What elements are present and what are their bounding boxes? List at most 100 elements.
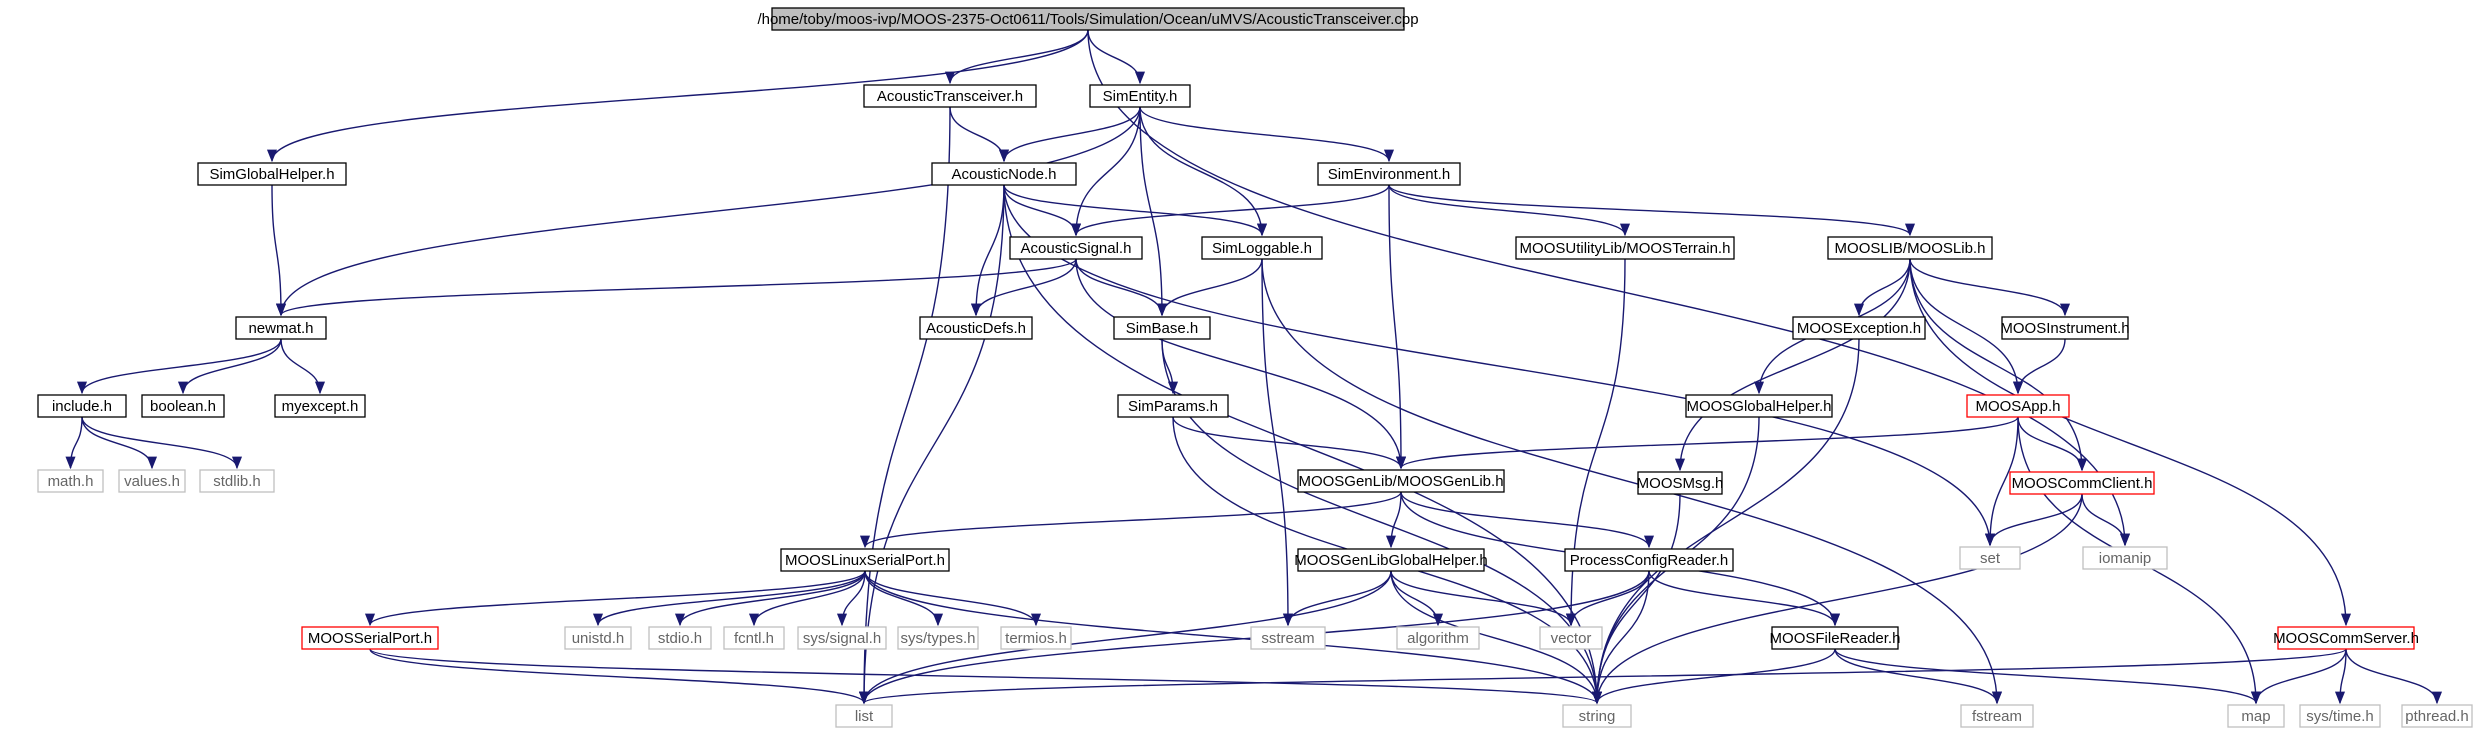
node-box-moosfilereader [1771,626,1899,650]
node-box-acousticnode [931,162,1077,186]
node-mooscommclient[interactable]: MOOSCommClient.h [2009,471,2155,495]
node-mooslib[interactable]: MOOSLIB/MOOSLib.h [1827,236,1993,260]
node-box-fstream [1960,704,2034,728]
node-label-string: string [1579,708,1616,725]
edge-simenvironment-to-acousticsignal [1071,184,1390,237]
node-label-simentity: SimEntity.h [1103,88,1178,105]
edge-acousticsignal-to-moosgenlib [1075,258,1407,470]
node-stdio: stdio.h [648,626,712,650]
edge-root-to-simentity [1087,29,1146,85]
node-box-moosgenlibglobalhelper [1297,548,1485,572]
node-boolean[interactable]: boolean.h [141,394,225,418]
edge-simenvironment-to-moosterrain [1388,184,1630,237]
node-label-stdio: stdio.h [658,630,702,647]
node-moosapp[interactable]: MOOSApp.h [1966,394,2070,418]
node-moosterrain[interactable]: MOOSUtilityLib/MOOSTerrain.h [1515,236,1735,260]
edge-moosgenlibglobalhelper-to-sstream [1283,570,1392,627]
node-mooscommserver[interactable]: MOOSCommServer.h [2273,626,2419,650]
edge-acousticnode-to-acousticsignal [1003,184,1082,237]
node-mooslinuxserialport[interactable]: MOOSLinuxSerialPort.h [780,548,950,572]
node-moosglobalhelper[interactable]: MOOSGlobalHelper.h [1685,394,1833,418]
edge-simentity-to-acousticsignal [1070,106,1141,237]
node-label-syssignal: sys/signal.h [803,630,881,647]
node-label-mathh: math.h [48,473,94,490]
node-label-termios: termios.h [1005,630,1067,647]
node-simloggable[interactable]: SimLoggable.h [1201,236,1323,260]
node-box-acoustictransceiver [863,84,1037,108]
node-box-include [37,394,127,418]
node-label-set: set [1980,550,2001,567]
edge-acousticnode-to-simloggable [1003,184,1267,237]
node-label-iomanip: iomanip [2099,550,2152,567]
edge-moosgenlib-to-moosgenlibglobalhelper [1385,491,1402,549]
node-acousticdefs[interactable]: AcousticDefs.h [919,316,1033,340]
edge-newmat-to-include [77,338,282,395]
node-moosexception[interactable]: MOOSException.h [1792,316,1926,340]
node-box-algorithm [1396,626,1480,650]
node-label-sstream: sstream [1261,630,1314,647]
node-box-moosinstrument [2001,316,2129,340]
node-simbase[interactable]: SimBase.h [1113,316,1211,340]
edge-root-to-acoustictransceiver [945,29,1089,85]
node-box-moosgenlib [1297,469,1505,493]
node-label-root: /home/toby/moos-ivp/MOOS-2375-Oct0611/To… [757,11,1418,28]
node-map: map [2227,704,2285,728]
node-moosgenlibglobalhelper[interactable]: MOOSGenLibGlobalHelper.h [1294,548,1488,572]
node-box-stdlibh [199,469,275,493]
edge-mooslinuxserialport-to-systypes [864,570,944,627]
node-box-set [1959,546,2021,570]
node-myexcept[interactable]: myexcept.h [274,394,366,418]
node-acousticsignal[interactable]: AcousticSignal.h [1009,236,1143,260]
edge-processconfigreader-to-string [1591,570,1650,705]
node-iomanip: iomanip [2082,546,2168,570]
node-simenvironment[interactable]: SimEnvironment.h [1317,162,1461,186]
node-box-moosterrain [1515,236,1735,260]
node-vector: vector [1539,626,1603,650]
edge-moosfilereader-to-string [1592,648,1836,705]
node-box-syssignal [797,626,887,650]
edge-moosfilereader-to-fstream [1834,648,2002,705]
node-moosserialport[interactable]: MOOSSerialPort.h [301,626,439,650]
node-simglobalhelper[interactable]: SimGlobalHelper.h [197,162,347,186]
edge-moosapp-to-mooscommclient [2017,416,2088,472]
node-label-myexcept: myexcept.h [282,398,359,415]
node-moosfilereader[interactable]: MOOSFileReader.h [1770,626,1901,650]
node-include[interactable]: include.h [37,394,127,418]
node-acousticnode[interactable]: AcousticNode.h [931,162,1077,186]
node-root[interactable]: /home/toby/moos-ivp/MOOS-2375-Oct0611/To… [757,7,1419,31]
edge-include-to-mathh [65,416,83,470]
node-newmat[interactable]: newmat.h [235,316,327,340]
edge-mooscommserver-to-systime [2334,648,2347,705]
node-box-mooslinuxserialport [780,548,950,572]
node-box-newmat [235,316,327,340]
node-acoustictransceiver[interactable]: AcousticTransceiver.h [863,84,1037,108]
edge-simentity-to-simloggable [1139,106,1268,237]
node-moosinstrument[interactable]: MOOSInstrument.h [2000,316,2130,340]
node-moosmsg[interactable]: MOOSMsg.h [1637,471,1724,495]
node-label-simenvironment: SimEnvironment.h [1328,166,1451,183]
node-box-vector [1539,626,1603,650]
node-moosgenlib[interactable]: MOOSGenLib/MOOSGenLib.h [1297,469,1505,493]
edge-moosapp-to-moosgenlib [1396,416,2019,470]
node-label-list: list [855,708,874,725]
node-box-mooscommclient [2009,471,2155,495]
edge-simentity-to-newmat [276,106,1141,317]
edge-moosgenlib-to-mooslinuxserialport [860,491,1402,549]
node-label-simbase: SimBase.h [1126,320,1199,337]
node-simentity[interactable]: SimEntity.h [1089,84,1191,108]
node-simparams[interactable]: SimParams.h [1117,394,1229,418]
node-label-moosterrain: MOOSUtilityLib/MOOSTerrain.h [1520,240,1731,257]
node-box-simloggable [1201,236,1323,260]
edge-mooscommserver-to-map [2250,648,2347,705]
edge-include-to-valuesh [81,416,158,470]
node-processconfigreader[interactable]: ProcessConfigReader.h [1564,548,1734,572]
node-label-moosapp: MOOSApp.h [1975,398,2060,415]
edge-mooscommclient-to-string [1592,493,2083,705]
node-label-systime: sys/time.h [2306,708,2374,725]
node-label-simparams: SimParams.h [1128,398,1218,415]
node-fcntl: fcntl.h [723,626,785,650]
edge-simentity-to-acousticnode [999,106,1141,163]
edge-mooslib-to-moosmsg [1674,258,1911,472]
node-label-stdlibh: stdlib.h [213,473,261,490]
